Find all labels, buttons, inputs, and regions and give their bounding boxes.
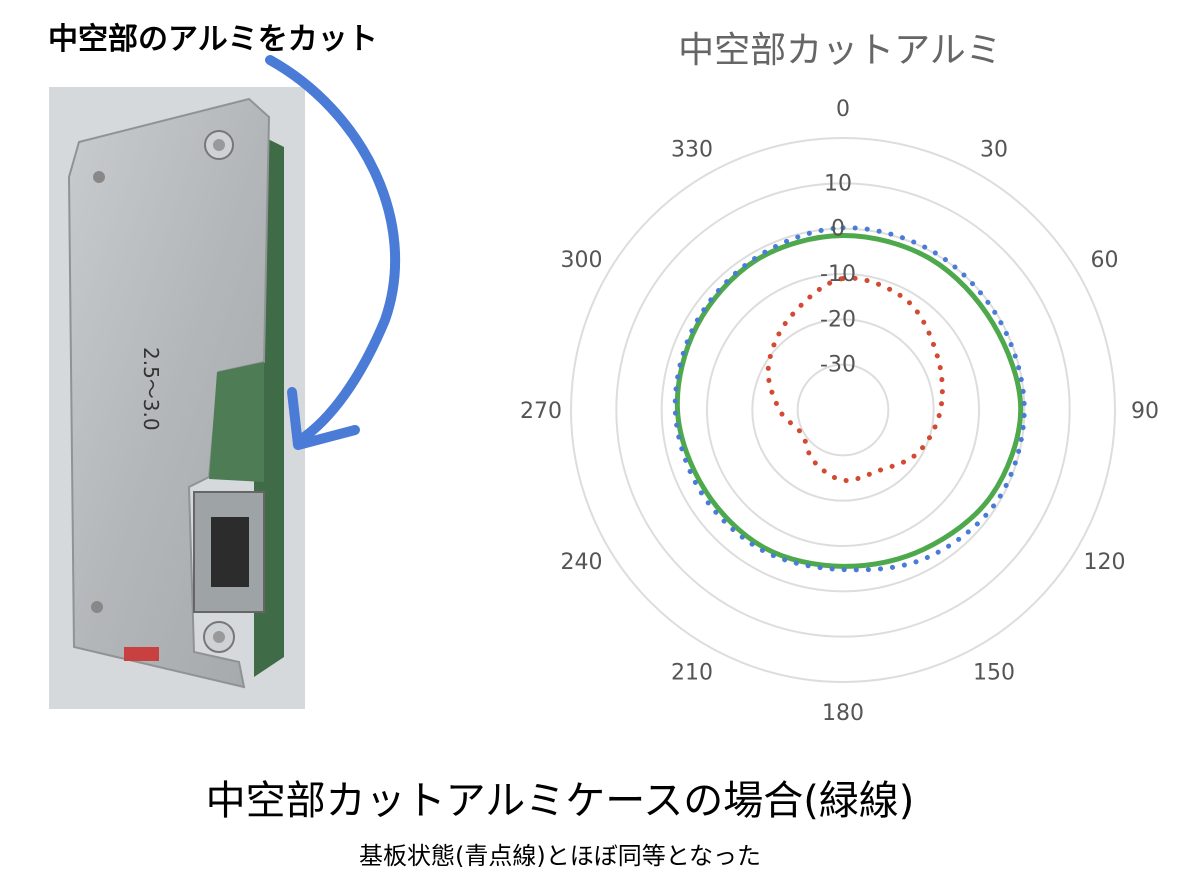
case-photo: 2.5〜3.0 [49,87,305,709]
radial-tick-label: 0 [831,217,845,242]
grid-circle [796,363,890,457]
case-photo-drawing: 2.5〜3.0 [49,87,305,709]
grid-circle [751,318,935,502]
radial-tick-label: -10 [820,262,856,287]
curved-arrow-icon [265,55,401,445]
photo-caption: 中空部のアルミをカット [48,22,378,57]
radial-tick-label: -20 [820,307,856,332]
angle-tick-label: 180 [822,701,864,726]
handwritten-note: 2.5〜3.0 [139,347,163,431]
angle-tick-label: 330 [671,137,713,162]
angle-tick-label: 90 [1131,399,1159,424]
angle-tick-label: 30 [980,137,1008,162]
polar-chart: 中空部カットアルミ 10 0 -10 -20 -30 0 30 60 90 120 150 180 21… [520,30,1159,726]
chart-title: 中空部カットアルミ [678,30,1002,71]
radial-tick-label: -30 [820,353,856,378]
grid-circle [570,137,1116,683]
angle-tick-label: 60 [1091,248,1119,273]
grid-circle [615,182,1071,638]
series-line-2 [765,275,945,484]
angle-tick-label: 210 [671,661,713,686]
arrow-head-icon [287,387,360,450]
grid-circle [706,273,980,547]
angle-tick-label: 120 [1084,550,1126,575]
angle-tick-label: 240 [560,550,602,575]
angle-tick-label: 300 [560,248,602,273]
series-line-0 [674,232,1024,569]
angle-tick-label: 270 [520,399,562,424]
angle-tick-label: 0 [836,97,850,122]
sub-caption: 基板状態(青点線)とほぼ同等となった [358,842,761,870]
angle-tick-label: 150 [973,661,1015,686]
series-line-1 [672,225,1027,573]
main-caption: 中空部カットアルミケースの場合(緑線) [205,778,915,824]
radial-tick-label: 10 [824,171,852,196]
